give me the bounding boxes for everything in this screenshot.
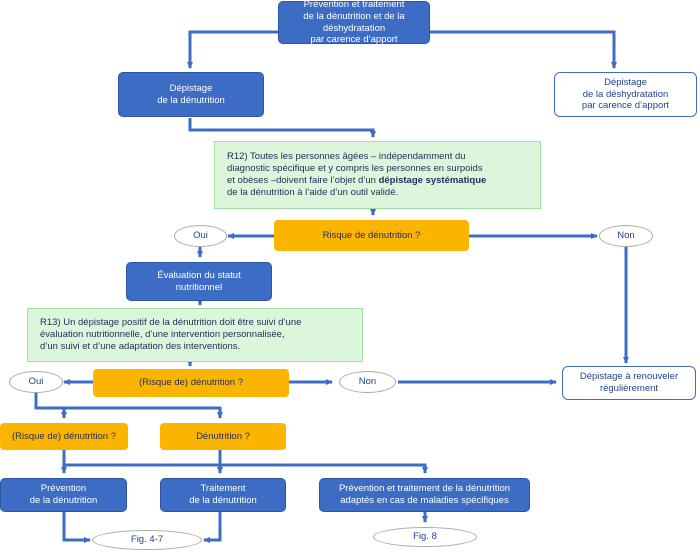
- r12-bold-text: dépistage systématique: [378, 175, 487, 186]
- title-box: Prévention et traitement de la dénutriti…: [278, 0, 430, 45]
- arrow-depistage-to-r12: [188, 118, 376, 138]
- arrow-top-to-depistage: [187, 30, 278, 69]
- r12-recommendation: R12) Toutes les personnes âgées – indépe…: [214, 141, 541, 209]
- depistage-denutrition-box: Dépistage de la dénutrition: [118, 72, 264, 117]
- arrow-oui2-to-split: [34, 393, 223, 419]
- r12-text-end: de la dénutrition à l’aide d’un outil va…: [227, 186, 399, 198]
- fig-8-ellipse: Fig. 8: [373, 527, 477, 547]
- risque-denutrition-decision-2: (Risque de) dénutrition ?: [93, 369, 289, 397]
- r13-recommendation: R13) Un dépistage positif de la dénutrit…: [27, 308, 363, 362]
- non-ellipse: Non: [599, 225, 653, 247]
- maladies-specifiques-box: Prévention et traitement de la dénutriti…: [319, 478, 530, 512]
- risque-denutrition-decision: Risque de dénutrition ?: [274, 220, 469, 251]
- evaluation-box: Évaluation du statut nutritionnel: [126, 262, 272, 301]
- arrow-risque3-to-branches: [62, 450, 428, 474]
- r12-text: R12) Toutes les personnes âgées – indépe…: [227, 151, 483, 186]
- arrow-top-to-deshydratation: [430, 30, 617, 69]
- oui-ellipse-2: Oui: [9, 371, 63, 393]
- risque-denutrition-decision-3: (Risque de) dénutrition ?: [0, 423, 128, 450]
- denutrition-decision: Dénutrition ?: [160, 423, 286, 450]
- fig-4-7-ellipse: Fig. 4-7: [92, 530, 202, 550]
- renouveler-box: Dépistage à renouveler régulièrement: [562, 366, 696, 400]
- prevention-box: Prévention de la dénutrition: [0, 478, 127, 512]
- oui-ellipse: Oui: [174, 225, 227, 247]
- traitement-box: Traitement de la dénutrition: [160, 478, 286, 512]
- depistage-deshydratation-box: Dépistage de la déshydratation par caren…: [554, 72, 697, 117]
- arrow-prevention-to-fig47: [62, 512, 91, 543]
- arrow-traitement-to-fig47: [203, 512, 222, 543]
- non-ellipse-2: Non: [339, 371, 396, 393]
